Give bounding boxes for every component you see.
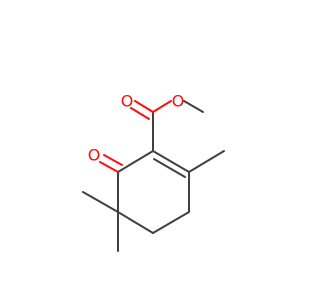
- bond-c1-c2: [152, 150, 190, 173]
- bond-ester-co-b: [130, 107, 150, 120]
- bond-o-methyl: [183, 100, 204, 113]
- bond-c4-c5: [117, 211, 154, 234]
- bond-ketone-co-b: [103, 154, 123, 166]
- bond-c6-c1: [117, 150, 154, 173]
- bond-ester-co-a: [134, 100, 154, 113]
- bond-c3-c4: [152, 211, 190, 234]
- ester-ether-oxygen-label: O: [172, 92, 185, 111]
- bond-c5-methyl-a: [82, 191, 119, 213]
- molecule-structure: O O O: [82, 92, 225, 252]
- ketone-oxygen-label: O: [88, 146, 101, 165]
- bond-c1-c2-double: [153, 158, 186, 178]
- bond-ketone-co-a: [99, 161, 119, 173]
- bond-c2-methyl: [188, 150, 225, 173]
- ester-carbonyl-oxygen-label: O: [121, 92, 134, 111]
- bond-ester-c-o: [152, 100, 172, 113]
